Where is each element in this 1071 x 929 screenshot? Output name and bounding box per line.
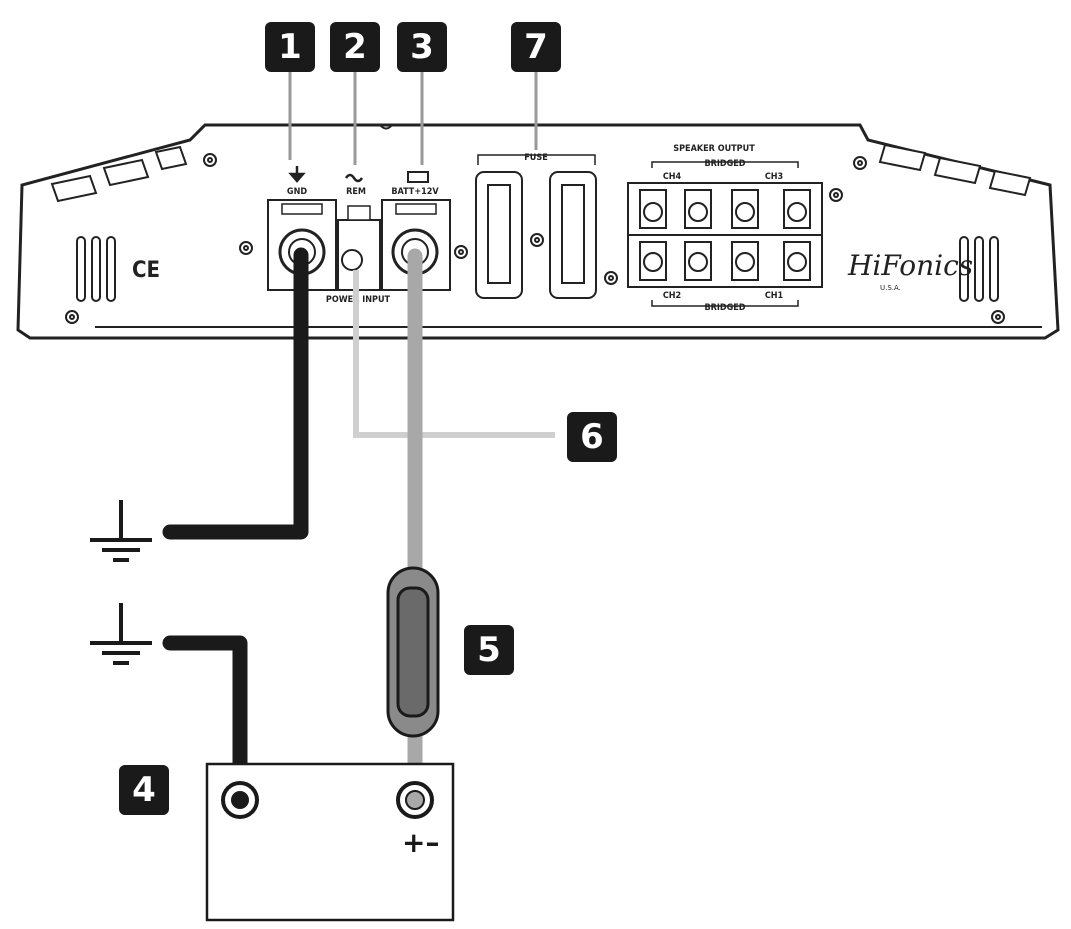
callout-badge-1: 1: [265, 22, 315, 72]
right-heatsink-fins: [878, 143, 1032, 197]
rem-label: REM: [346, 187, 366, 197]
battery-ground-wire: [162, 635, 248, 808]
left-heatsink-fins: [50, 145, 188, 203]
callout-badge-4: 4: [119, 765, 169, 815]
leader-lines: [288, 70, 538, 165]
remote-wave-icon: [344, 173, 364, 183]
battery-icon: [407, 171, 429, 183]
battery: +–: [205, 762, 455, 922]
ground-symbol-icon: [90, 603, 152, 665]
callout-badge-3: 3: [397, 22, 447, 72]
callout-badge-7: 7: [511, 22, 561, 72]
fuse-label: FUSE: [524, 153, 547, 163]
brand-logo: HiFonics: [847, 249, 973, 282]
ground-symbol-icon: [90, 500, 152, 562]
remote-wire: [353, 270, 555, 438]
speaker-output-label: SPEAKER OUTPUT: [673, 144, 755, 154]
brand-sub: U.S.A.: [880, 284, 901, 292]
callout-badge-6: 6: [567, 412, 617, 462]
callout-badge-2: 2: [330, 22, 380, 72]
screws: [65, 153, 1005, 324]
ch2-label: CH2: [663, 291, 681, 301]
inline-fuse-holder: [386, 566, 440, 738]
gnd-label: GND: [287, 187, 307, 197]
fuse-holders: FUSE: [475, 153, 597, 299]
ce-mark: CE: [132, 258, 160, 283]
amp-ground-wire: [162, 247, 309, 540]
ch1-label: CH1: [765, 291, 784, 301]
right-vents: [959, 236, 999, 302]
left-vents: [76, 236, 116, 302]
ch3-label: CH3: [765, 172, 783, 182]
ch4-label: CH4: [663, 172, 682, 182]
speaker-output-block: SPEAKER OUTPUT BRIDGED CH4 CH3 CH2 CH1 B…: [627, 144, 823, 313]
ground-symbol-icon: [288, 166, 306, 183]
battery-polarity-label: +–: [402, 826, 439, 859]
callout-badge-5: 5: [464, 625, 514, 675]
batt-label: BATT+12V: [391, 187, 439, 197]
bridged-top-label: BRIDGED: [704, 159, 745, 169]
bridged-bottom-label: BRIDGED: [704, 303, 745, 313]
